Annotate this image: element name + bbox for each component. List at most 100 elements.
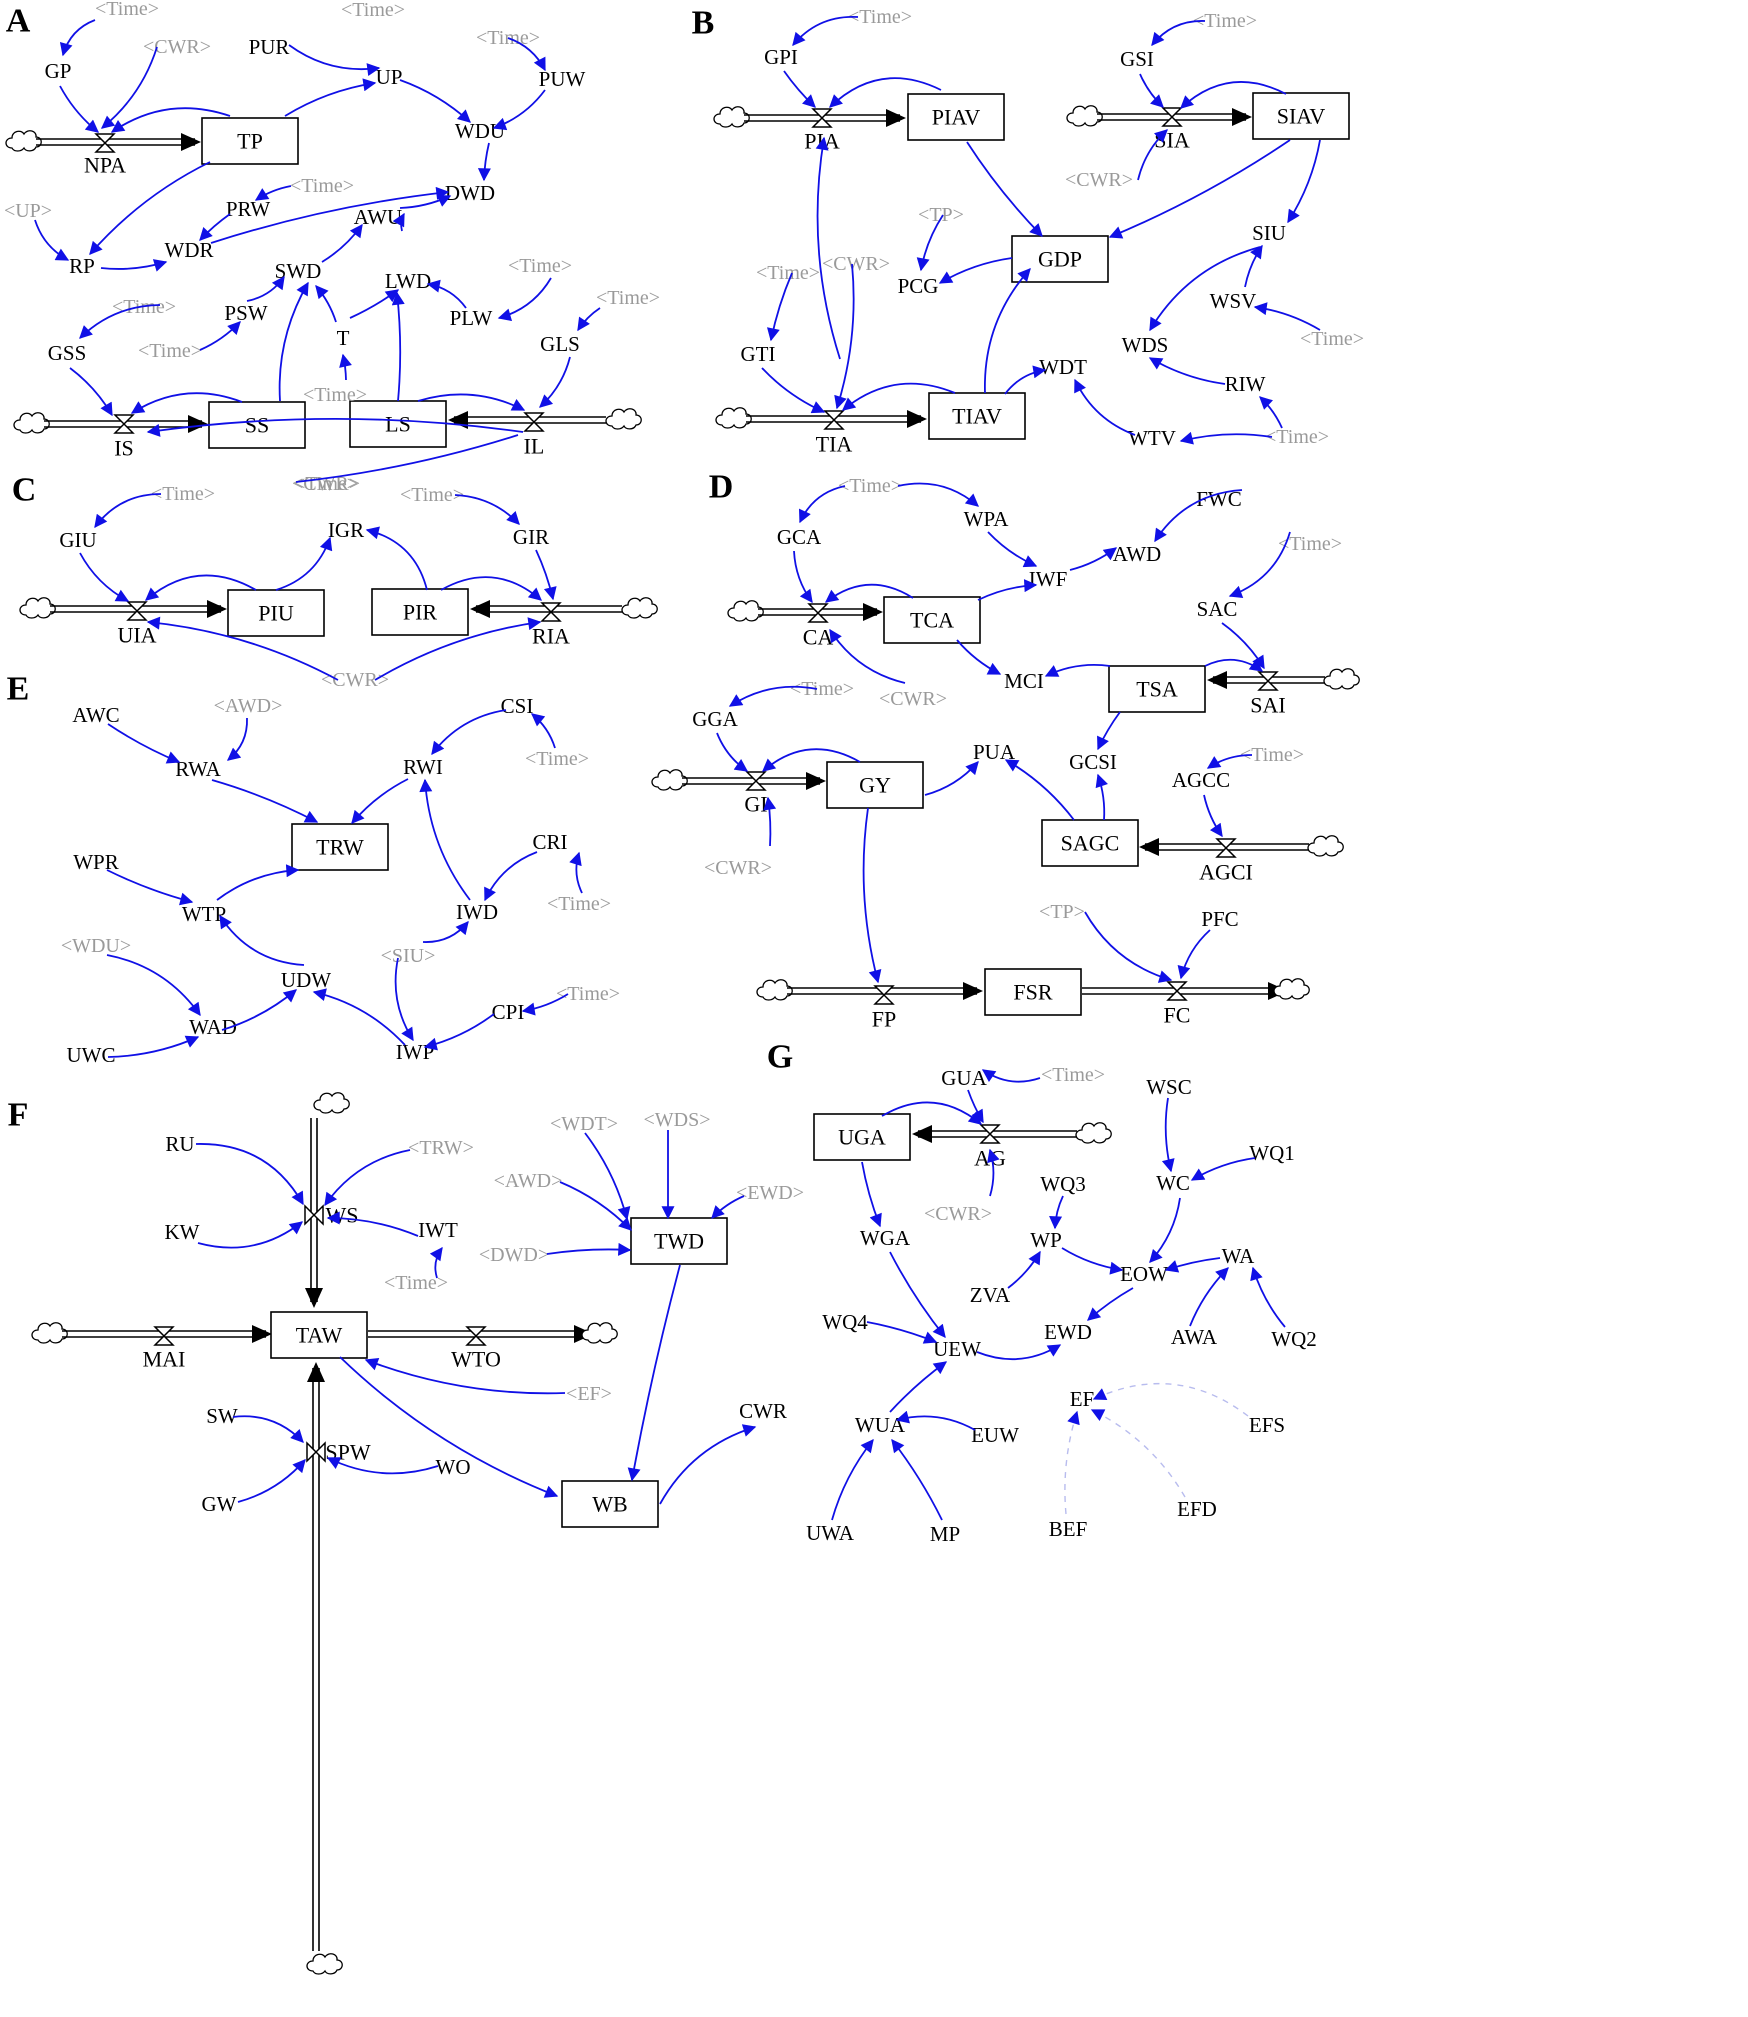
- link-f-4: [326, 1211, 419, 1237]
- link-f-10: [546, 1242, 632, 1256]
- variable-wp: WP: [1030, 1228, 1062, 1252]
- shadow-variable-time: <Time>: [838, 475, 902, 497]
- link-a-10: [477, 142, 491, 182]
- stock-label-piav: PIAV: [932, 105, 981, 130]
- link-c-6: [440, 576, 542, 601]
- link-d-1: [799, 485, 846, 524]
- link-a-28: [349, 289, 400, 319]
- variable-wpa: WPA: [964, 507, 1010, 531]
- link-g-17: [866, 1321, 938, 1344]
- rate-label-fc: FC: [1164, 1003, 1191, 1028]
- variable-wtv: WTV: [1128, 426, 1176, 450]
- variable-iwt: IWT: [418, 1218, 458, 1242]
- link-d-14: [829, 628, 906, 684]
- variable-iwd: IWD: [456, 900, 498, 924]
- link-b-22: [1004, 365, 1047, 395]
- variable-wua: WUA: [855, 1413, 906, 1437]
- link-d-3: [793, 550, 813, 604]
- link-e-18: [422, 920, 469, 943]
- stock-label-sagc: SAGC: [1061, 831, 1120, 856]
- cloud-f-4: [306, 1953, 343, 1975]
- shadow-variable-time: <Time>: [95, 0, 159, 20]
- link-b-5: [1139, 73, 1164, 108]
- shadow-variable-cwr: <CWR>: [879, 688, 947, 710]
- link-b-21: [841, 382, 956, 411]
- shadow-variable-time: <Time>: [303, 384, 367, 406]
- stock-label-siav: SIAV: [1277, 104, 1326, 129]
- link-b-24: [1259, 396, 1283, 429]
- link-b-13: [916, 214, 944, 272]
- link-b-2: [783, 70, 816, 108]
- rate-label-sia: SIA: [1154, 128, 1190, 153]
- variable-giu: GIU: [59, 528, 96, 552]
- panel-label-b: B: [692, 5, 715, 42]
- link-c-3: [145, 574, 257, 601]
- shadow-variable-trw: <TRW>: [408, 1137, 474, 1159]
- link-f-15: [339, 1356, 559, 1498]
- shadow-variable-time: <Time>: [138, 340, 202, 362]
- link-a-12: [34, 219, 70, 261]
- variable-sw: SW: [206, 1404, 238, 1428]
- link-b-7: [1137, 129, 1168, 181]
- stock-uga: [813, 1113, 911, 1161]
- shadow-variable-wds: <WDS>: [643, 1109, 710, 1131]
- cloud-a-2: [13, 412, 50, 434]
- shadow-variable-time: <Time>: [508, 255, 572, 277]
- link-f-13: [326, 1457, 439, 1475]
- link-e-19: [423, 1013, 495, 1051]
- pipe-sia-arrow: [1232, 108, 1252, 126]
- link-e-8: [216, 864, 300, 901]
- stock-tsa: [1108, 665, 1206, 713]
- link-a-5: [288, 44, 381, 76]
- shadow-variable-up: <UP>: [4, 200, 52, 222]
- link-a-11: [89, 161, 211, 255]
- variable-rwi: RWI: [403, 755, 443, 779]
- variable-wa: WA: [1222, 1244, 1255, 1268]
- shadow-variable-time: <Time>: [341, 0, 405, 21]
- stock-label-uga: UGA: [838, 1125, 886, 1150]
- rate-valve-fc: [1166, 981, 1188, 1001]
- variable-gw: GW: [202, 1492, 237, 1516]
- cloud-c-1: [19, 597, 56, 619]
- rate-label-ag: AG: [974, 1146, 1006, 1171]
- rate-valve-npa: [94, 133, 116, 153]
- stock-label-wb: WB: [592, 1492, 627, 1517]
- variable-bef: BEF: [1049, 1517, 1088, 1541]
- link-a-32: [577, 307, 601, 332]
- link-g-5: [1161, 1097, 1175, 1173]
- pipe-ria-arrow: [470, 600, 490, 618]
- stock-wb: [561, 1480, 659, 1528]
- variable-prw: PRW: [226, 197, 271, 221]
- shadow-variable-time: <Time>: [596, 287, 660, 309]
- shadow-variable-time: <Time>: [547, 893, 611, 915]
- link-b-23: [1148, 357, 1226, 385]
- shadow-variable-time: <Time>: [1300, 328, 1364, 350]
- link-d-13: [1221, 622, 1265, 670]
- variable-ewd: EWD: [1044, 1320, 1092, 1344]
- pipe-spw-arrow: [307, 1362, 325, 1382]
- link-g-14: [1087, 1287, 1134, 1321]
- link-g-25: [1090, 1409, 1186, 1498]
- link-d-24: [1203, 794, 1223, 838]
- link-d-16: [716, 732, 749, 772]
- link-c-8: [535, 549, 557, 601]
- rate-valve-pia: [811, 108, 833, 128]
- shadow-variable-dwd: <DWD>: [479, 1244, 549, 1266]
- link-a-34: [417, 393, 526, 411]
- variable-udw: UDW: [281, 968, 331, 992]
- link-c-10: [374, 617, 542, 681]
- link-f-3: [324, 1149, 411, 1207]
- cloud-f-2: [31, 1322, 68, 1344]
- link-c-5: [365, 526, 428, 591]
- cloud-d-5: [756, 979, 793, 1001]
- variable-wdr: WDR: [165, 238, 214, 262]
- link-d-11: [1044, 664, 1111, 677]
- stock-label-tsa: TSA: [1136, 677, 1178, 702]
- link-d-26: [1084, 911, 1173, 983]
- variable-siu: SIU: [1252, 221, 1286, 245]
- cloud-g-1: [1075, 1122, 1112, 1144]
- variable-lwd: LWD: [385, 269, 431, 293]
- link-e-7: [106, 869, 194, 906]
- variable-mci: MCI: [1004, 669, 1044, 693]
- link-b-17: [1244, 244, 1263, 288]
